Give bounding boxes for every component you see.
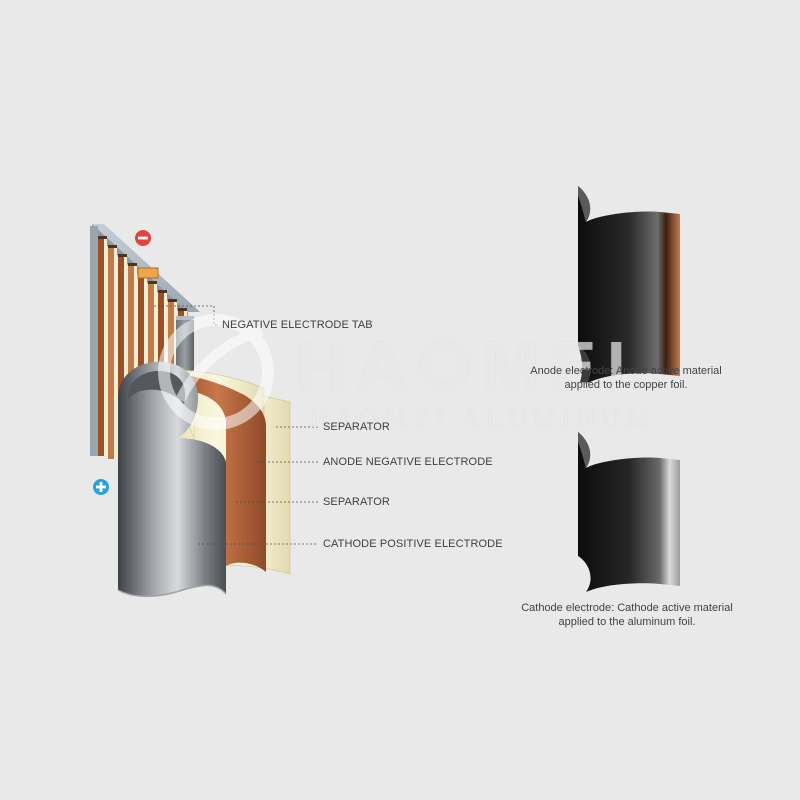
plate-top-edge [168, 299, 177, 302]
plate-top-edge [98, 236, 107, 239]
plate-top-edge [108, 245, 117, 248]
plate-separator-edge [134, 263, 137, 465]
copper-tab-marker [137, 267, 159, 279]
plate-separator-edge [104, 236, 107, 456]
plate-top-edge [178, 308, 187, 311]
plate-top-edge [148, 281, 157, 284]
cathode-foil-illustration [578, 432, 680, 592]
electrode-plate [118, 254, 127, 462]
caption-anode-line-2: applied to the copper foil. [564, 379, 688, 391]
caption-anode: Anode electrode: Anode active material a… [506, 364, 746, 392]
plate-top-edge [128, 263, 137, 266]
plate-top-edge [158, 290, 167, 293]
watermark-subtitle: HAOMEI ALUMINUM [310, 404, 655, 433]
side-rail [90, 226, 98, 456]
label-anode-negative-electrode: ANODE NEGATIVE ELECTRODE [323, 456, 493, 468]
label-separator-1: SEPARATOR [323, 421, 390, 433]
watermark-brand: HAOMEI [296, 327, 636, 405]
caption-cathode: Cathode electrode: Cathode active materi… [496, 601, 758, 629]
caption-cathode-line-2: applied to the aluminum foil. [558, 616, 696, 628]
negative-terminal-badge [135, 230, 151, 246]
electrode-plate [128, 263, 137, 465]
caption-cathode-line-1: Cathode electrode: Cathode active materi… [521, 602, 733, 614]
electrode-plate [98, 236, 107, 456]
plate-top-edge [118, 254, 127, 257]
plate-separator-edge [124, 254, 127, 462]
anode-foil-illustration [578, 186, 680, 384]
positive-terminal-badge [93, 479, 109, 495]
cathode-cylinder [118, 361, 226, 597]
caption-anode-line-1: Anode electrode: Anode active material [530, 365, 722, 377]
plate-separator-edge [114, 245, 117, 459]
electrode-plate [108, 245, 117, 459]
label-cathode-positive-electrode: CATHODE POSITIVE ELECTRODE [323, 538, 503, 550]
label-separator-2: SEPARATOR [323, 496, 390, 508]
label-negative-electrode-tab: NEGATIVE ELECTRODE TAB [222, 319, 373, 331]
watermark-logo [158, 314, 274, 430]
